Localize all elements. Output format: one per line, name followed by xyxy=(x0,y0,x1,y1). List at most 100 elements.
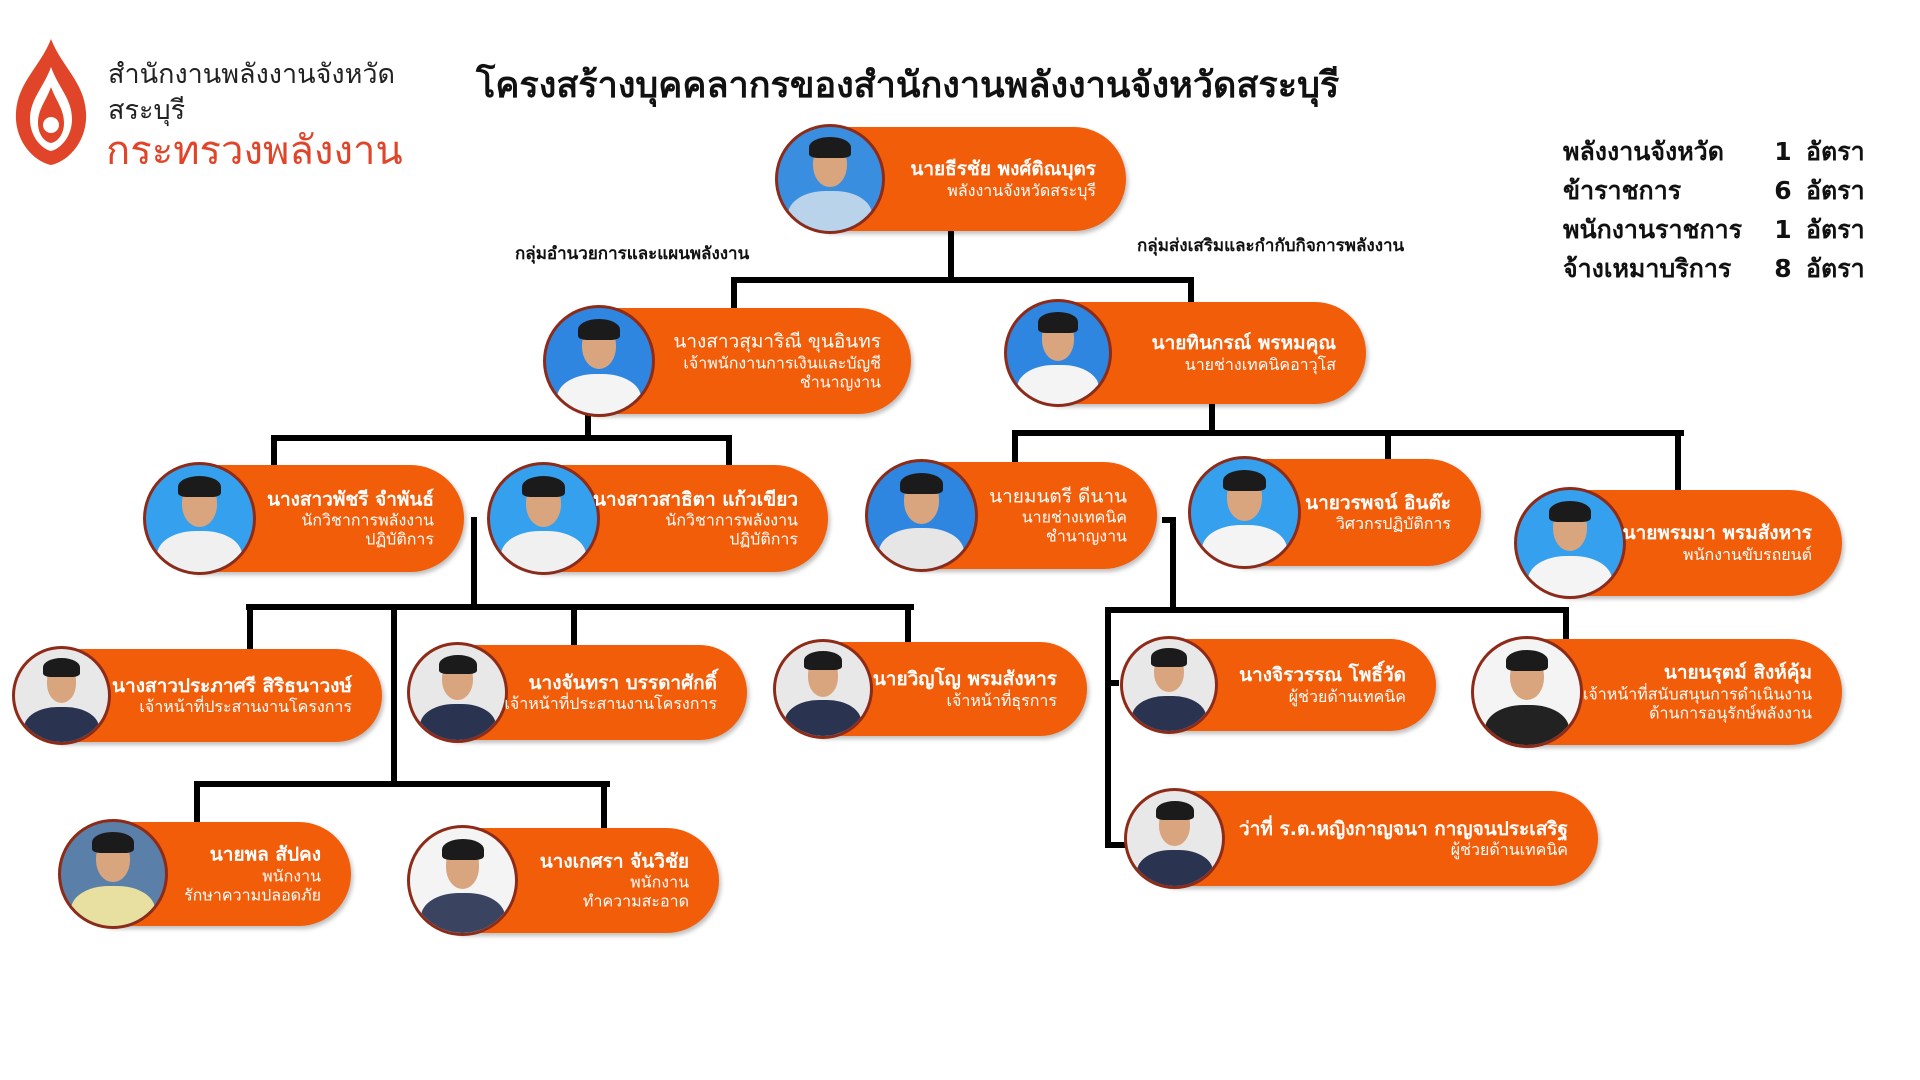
staff-name: นายวรพจน์ อินต๊ะ xyxy=(1305,491,1451,514)
staff-info: นายวิญโญ พรมสังหาร เจ้าหน้าที่ธุรการ xyxy=(873,668,1057,710)
stat-unit: อัตรา xyxy=(1806,175,1865,205)
group-label-admin: กลุ่มอำนวยการและแผนพลังงาน xyxy=(515,244,750,264)
energy-ministry-flame-logo xyxy=(15,39,87,165)
org-province: สระบุรี xyxy=(108,95,186,126)
staff-position: นักวิชาการพลังงาน xyxy=(665,510,798,530)
photo-hair xyxy=(1150,648,1188,667)
photo-hair xyxy=(1223,469,1266,492)
photo-body xyxy=(785,700,861,736)
staff-position: เจ้าพนักงานการเงินและบัญชี xyxy=(683,353,881,373)
staff-position: เจ้าหน้าที่ธุรการ xyxy=(946,690,1057,710)
staff-photo xyxy=(487,462,600,575)
photo-body xyxy=(556,373,642,414)
staff-position: เจ้าหน้าที่สนับสนุนการดำเนินงาน xyxy=(1582,684,1812,704)
staff-photo xyxy=(1188,456,1301,569)
staff-card: นางจันทรา บรรดาศักดิ์ เจ้าหน้าที่ประสานง… xyxy=(407,642,747,743)
connector-line xyxy=(194,781,610,787)
staff-photo xyxy=(775,124,885,234)
stat-unit: อัตรา xyxy=(1806,214,1865,244)
staff-card: นายมนตรี ดีนาน นายช่างเทคนิคชำนาญงาน xyxy=(865,459,1157,572)
staff-name: นายธีรชัย พงศ์ติณบุตร xyxy=(910,158,1096,181)
staff-position: พนักงาน xyxy=(262,866,321,886)
photo-hair xyxy=(577,318,621,340)
photo-hair xyxy=(809,137,851,159)
staff-name: นางสาวสุมาริณี ขุนอินทร xyxy=(673,330,881,353)
staff-card: นายวิญโญ พรมสังหาร เจ้าหน้าที่ธุรการ xyxy=(773,639,1087,739)
staff-card: นายนรุตม์ สิงห์คุ้ม เจ้าหน้าที่สนับสนุนก… xyxy=(1471,636,1842,748)
photo-hair xyxy=(804,651,842,671)
staff-position: นักวิชาการพลังงาน xyxy=(301,510,434,530)
connector-line xyxy=(731,277,1194,283)
staff-position: ปฏิบัติการ xyxy=(729,529,798,549)
staff-name: นางเกศรา จันวิชัย xyxy=(539,849,689,872)
photo-body xyxy=(1132,696,1206,731)
staff-photo xyxy=(1471,636,1583,748)
staff-info: นายมนตรี ดีนาน นายช่างเทคนิคชำนาญงาน xyxy=(989,485,1127,546)
photo-hair xyxy=(92,832,134,854)
staff-info: นางสาวประภาศรี สิริธนาวงษ์ เจ้าหน้าที่ปร… xyxy=(112,675,352,717)
connector-line xyxy=(471,517,477,610)
staff-info: นางจิรวรรณ โพธิ์วัด ผู้ช่วยด้านเทคนิค xyxy=(1239,664,1406,706)
staff-position: นายช่างเทคนิคอาวุโส xyxy=(1184,354,1336,374)
connector-line xyxy=(194,781,200,822)
staff-position: ทำความสะอาด xyxy=(582,891,689,911)
staff-name: นายพล สัปคง xyxy=(209,843,321,866)
ministry-name: กระทรวงพลังงาน xyxy=(106,128,403,174)
connector-line xyxy=(1105,842,1127,848)
connector-line xyxy=(726,435,732,465)
connector-line xyxy=(1162,517,1176,523)
staff-name: นายนรุตม์ สิงห์คุ้ม xyxy=(1663,661,1812,684)
staff-photo xyxy=(12,646,111,745)
photo-body xyxy=(1201,525,1288,566)
connector-line xyxy=(1385,430,1391,459)
staff-info: นางสาวสุมาริณี ขุนอินทร เจ้าพนักงานการเง… xyxy=(673,330,881,391)
photo-body xyxy=(1136,849,1213,886)
staff-info: นายพรมมา พรมสังหาร พนักงานขับรถยนต์ xyxy=(1623,522,1812,564)
photo-body xyxy=(24,706,99,742)
photo-body xyxy=(71,886,155,926)
stat-count: 6 xyxy=(1774,176,1792,205)
staff-photo xyxy=(58,819,168,929)
group-label-promotion: กลุ่มส่งเสริมและกำกับกิจการพลังงาน xyxy=(1137,236,1405,256)
staff-info: นางเกศรา จันวิชัย พนักงานทำความสะอาด xyxy=(540,850,689,911)
photo-hair xyxy=(441,838,484,860)
page-title: โครงสร้างบุคคลากรของสำนักงานพลังงานจังหว… xyxy=(476,65,1340,106)
staff-card: นายพล สัปคง พนักงานรักษาความปลอดภัย xyxy=(58,819,351,929)
photo-body xyxy=(419,703,496,740)
photo-body xyxy=(420,893,505,933)
staff-position: วิศวกรปฏิบัติการ xyxy=(1335,514,1451,534)
staff-photo xyxy=(407,642,508,743)
photo-hair xyxy=(1548,500,1592,522)
staff-card: นายพรมมา พรมสังหาร พนักงานขับรถยนต์ xyxy=(1514,487,1842,599)
staff-photo xyxy=(1514,487,1626,599)
photo-body xyxy=(1484,704,1570,745)
connector-line xyxy=(1675,430,1681,490)
staff-position: เจ้าหน้าที่ประสานงานโครงการ xyxy=(139,697,352,717)
connector-line xyxy=(391,604,397,787)
staff-position: เจ้าหน้าที่ประสานงานโครงการ xyxy=(504,694,717,714)
photo-body xyxy=(1527,555,1613,596)
staff-info: นายพล สัปคง พนักงานรักษาความปลอดภัย xyxy=(184,843,321,904)
connector-line xyxy=(571,604,577,645)
staff-card: ว่าที่ ร.ต.หญิงกาญจนา กาญจนประเสริฐ ผู้ช… xyxy=(1124,788,1598,889)
photo-hair xyxy=(178,475,221,498)
staff-card: นายวรพจน์ อินต๊ะ วิศวกรปฏิบัติการ xyxy=(1188,456,1481,569)
staff-info: ว่าที่ ร.ต.หญิงกาญจนา กาญจนประเสริฐ ผู้ช… xyxy=(1239,818,1568,860)
photo-body xyxy=(878,528,965,569)
stat-count: 8 xyxy=(1774,254,1792,283)
staff-position: พลังงานจังหวัดสระบุรี xyxy=(947,180,1096,200)
staff-photo xyxy=(1124,788,1225,889)
connector-line xyxy=(731,277,737,308)
photo-hair xyxy=(1505,649,1549,671)
staff-name: ว่าที่ ร.ต.หญิงกาญจนา กาญจนประเสริฐ xyxy=(1239,817,1568,840)
staff-card: นางสาวพัชรี จำพันธ์ นักวิชาการพลังงานปฏิ… xyxy=(143,462,464,575)
photo-body xyxy=(500,531,587,572)
connector-line xyxy=(585,414,591,441)
staff-info: นายวรพจน์ อินต๊ะ วิศวกรปฏิบัติการ xyxy=(1305,492,1451,534)
photo-body xyxy=(788,191,872,231)
staff-photo xyxy=(543,305,655,417)
photo-hair xyxy=(438,654,477,674)
stat-count: 1 xyxy=(1774,215,1792,244)
